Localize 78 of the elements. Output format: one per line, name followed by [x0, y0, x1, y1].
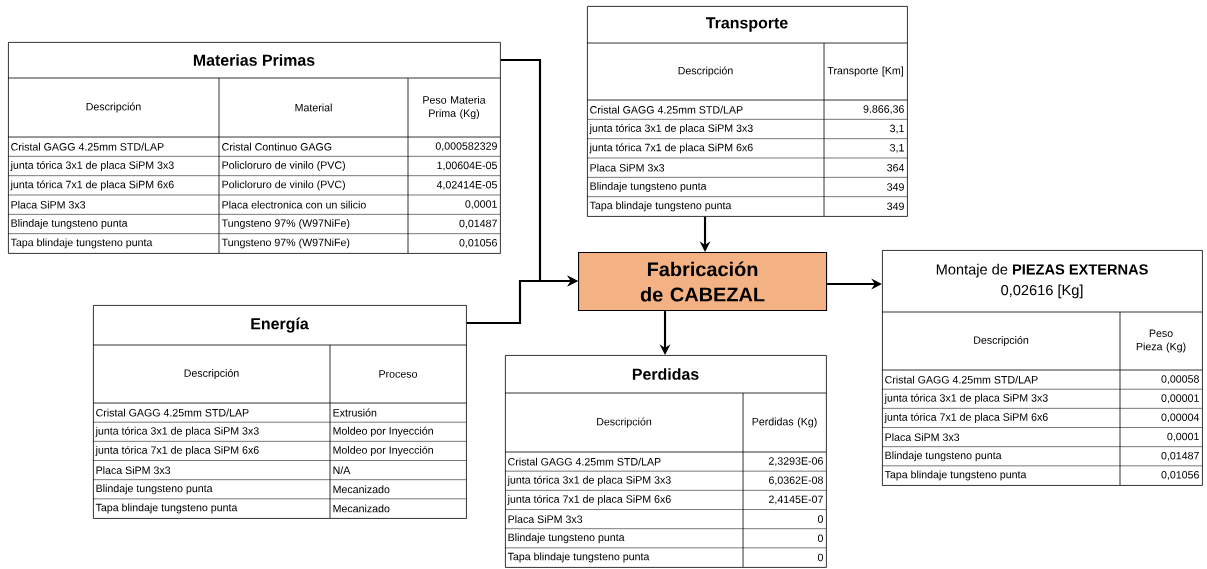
table-cell: junta tórica 3x1 de placa SiPM 3x3 [507, 475, 671, 486]
process-box: Fabricación de CABEZAL [578, 252, 828, 312]
column-header: Proceso [379, 370, 418, 378]
column-header: Transporte [Km] [827, 66, 903, 77]
table-cell: junta tórica 7x1 de placa SiPM 6x6 [884, 412, 1048, 423]
table-cell: Blindaje tungsteno punta [96, 484, 213, 495]
table-cell: 0,01056 [1161, 471, 1199, 480]
table-cell: 0 [817, 553, 823, 562]
table-cell: junta tórica 3x1 de placa SiPM 3x3 [95, 426, 259, 437]
table-cell: 0,00058 [1161, 375, 1199, 384]
table-cell: Placa SiPM 3x3 [885, 433, 960, 441]
table-cell: 3,1 [890, 124, 904, 134]
table-cell: Policloruro de vinilo (PVC) [222, 161, 345, 171]
column-header: Peso Pieza (Kg) [1136, 329, 1186, 353]
table-cell: Tapa blindaje tungsteno punta [589, 201, 732, 212]
table-cell: Placa electronica con un silicio [222, 200, 366, 209]
column-header: Descripción [184, 368, 239, 379]
table-cell: 2,3293E-06 [769, 457, 823, 466]
table-cell: Tapa blindaje tungsteno punta [10, 238, 153, 249]
table-cell: 0,0001 [1167, 432, 1199, 442]
table-cell: 3,1 [890, 143, 904, 153]
table-cell: 0,01487 [459, 219, 497, 229]
table-cell: Tungsteno 97% (W97NiFe) [221, 238, 350, 249]
table-cell: Moldeo por Inyección [333, 426, 433, 437]
table-cell: junta tórica 3x1 de placa SiPM 3x3 [884, 393, 1048, 404]
table-cell: 0,00004 [1161, 413, 1200, 423]
table-cell: 0,0001 [465, 200, 497, 210]
table-cell: Tungsteno 97% (W97NiFe) [221, 219, 350, 229]
table-cell: 6,0362E-08 [769, 476, 823, 486]
table-cell: Placa SiPM 3x3 [590, 163, 665, 172]
table-cell: Tapa blindaje tungsteno punta [95, 503, 238, 514]
table-cell: junta tórica 3x1 de placa SiPM 3x3 [10, 161, 174, 171]
table-cell: 2,4145E-07 [769, 495, 823, 505]
table-cell: Cristal GAGG 4.25mm STD/LAP [96, 408, 249, 417]
column-header: Perdidas (Kg) [752, 417, 817, 428]
table-cell: Blindaje tungsteno punta [590, 182, 707, 192]
column-header: Descripción [86, 102, 141, 113]
table-cell: Placa SiPM 3x3 [508, 515, 583, 523]
table-cell: Blindaje tungsteno punta [11, 219, 128, 229]
column-header: Descripción [597, 417, 652, 428]
table-cell: Placa SiPM 3x3 [11, 200, 86, 209]
table-cell: 349 [887, 183, 904, 191]
table-cell: Cristal GAGG 4.25mm STD/LAP [11, 142, 164, 151]
table-cell: 0,000582329 [435, 142, 497, 152]
table-cell: Mecanizado [333, 485, 390, 494]
table-cell: Cristal GAGG 4.25mm STD/LAP [590, 105, 743, 114]
table-cell: 4,02414E-05 [436, 180, 497, 190]
column-header: Descripción [678, 66, 733, 77]
table-cell: 9.866,36 [863, 105, 904, 115]
column-header: Material [295, 103, 332, 112]
table-cell: Cristal GAGG 4.25mm STD/LAP [885, 375, 1038, 384]
table-cell: 0,00001 [1161, 394, 1199, 404]
table-cell: junta tórica 7x1 de placa SiPM 6x6 [10, 180, 174, 191]
table-cell: Blindaje tungsteno punta [885, 451, 1002, 462]
table-cell: Tapa blindaje tungsteno punta [884, 470, 1027, 481]
table-cell: junta tórica 7x1 de placa SiPM 6x6 [95, 445, 259, 456]
table-cell: 0 [817, 515, 823, 523]
table-cell: Mecanizado [333, 504, 390, 513]
column-header: Descripción [974, 336, 1029, 346]
table-cell: 364 [887, 163, 905, 172]
table-cell: junta tórica 7x1 de placa SiPM 6x6 [507, 494, 671, 505]
table-cell: N/A [333, 466, 351, 474]
column-header: Peso Materia Prima (Kg) [423, 95, 486, 120]
table-cell: Blindaje tungsteno punta [508, 533, 625, 544]
table-cell: Placa SiPM 3x3 [96, 466, 171, 474]
table-cell: 0 [817, 534, 823, 542]
table-cell: Cristal GAGG 4.25mm STD/LAP [508, 457, 661, 466]
table-cell: Moldeo por Inyección [333, 445, 433, 456]
table-cell: Cristal Continuo GAGG [222, 142, 332, 151]
table-cell: 1,00604E-05 [437, 161, 497, 171]
table-cell: 349 [887, 202, 904, 211]
table-cell: Tapa blindaje tungsteno punta [507, 552, 650, 563]
table-cell: 0,01487 [1161, 451, 1199, 461]
table-cell: Policloruro de vinilo (PVC) [222, 180, 345, 191]
table-cell: junta tórica 3x1 de placa SiPM 3x3 [589, 124, 753, 134]
table-cell: junta tórica 7x1 de placa SiPM 6x6 [589, 143, 753, 154]
table-cell: Extrusión [333, 408, 377, 417]
table-cell: 0,01056 [459, 238, 497, 248]
